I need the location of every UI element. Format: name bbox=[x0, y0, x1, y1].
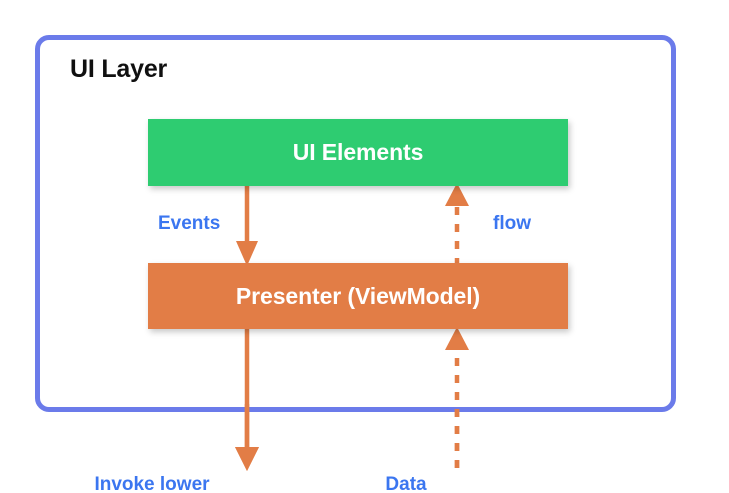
box-ui-elements-label: UI Elements bbox=[292, 139, 424, 165]
ui-layer-title: UI Layer bbox=[70, 55, 168, 83]
label-flow: flow bbox=[493, 213, 531, 234]
box-ui-elements[interactable]: UI Elements bbox=[148, 119, 568, 186]
label-invoke-lower-layer-functions: Invoke lower layer functions bbox=[72, 422, 232, 493]
label-data-stream-line1: Data bbox=[385, 474, 427, 493]
box-presenter-label: Presenter (ViewModel) bbox=[235, 282, 481, 309]
ui-layer-container bbox=[35, 35, 676, 412]
label-data-stream: Data Stream bbox=[362, 422, 450, 493]
box-presenter[interactable]: Presenter (ViewModel) bbox=[148, 263, 568, 329]
connector-invoke-overlay bbox=[235, 404, 259, 471]
label-invoke-line1: Invoke lower bbox=[94, 474, 210, 493]
label-events: Events bbox=[158, 213, 221, 234]
